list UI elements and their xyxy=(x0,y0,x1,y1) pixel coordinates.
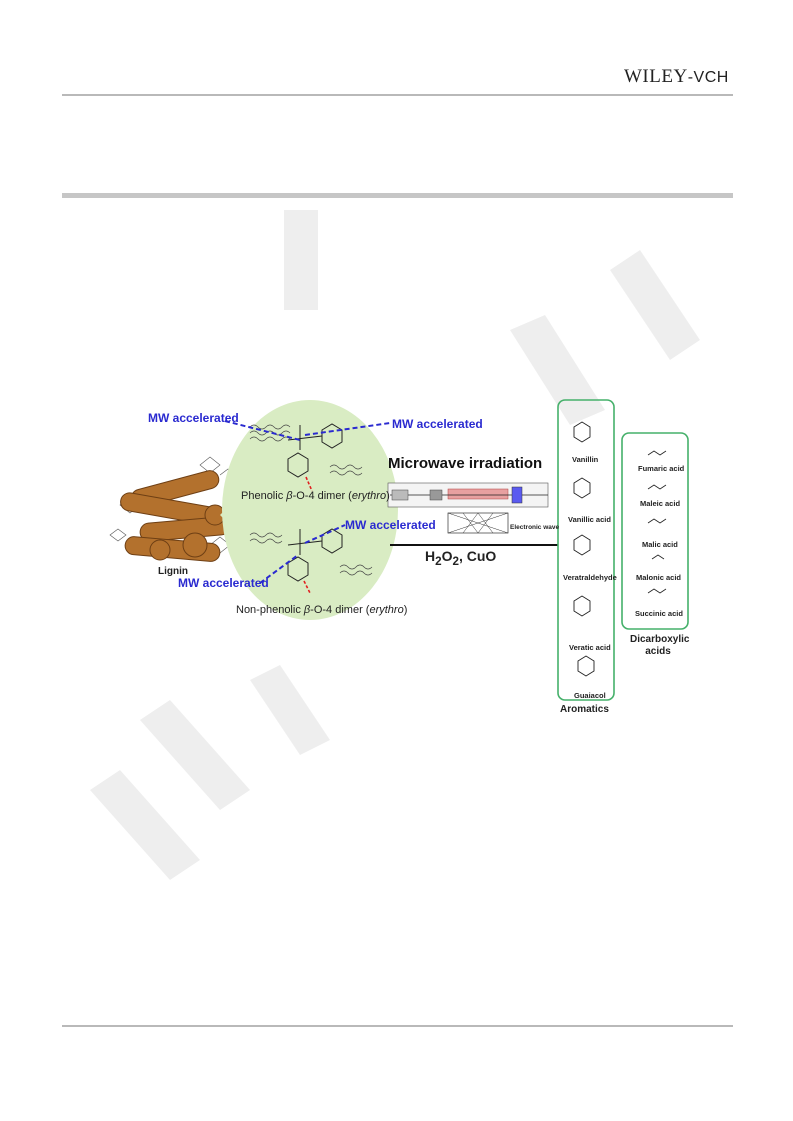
aromatic-veratraldehyde: Veratraldehyde xyxy=(563,573,617,582)
phenolic-dimer-structure xyxy=(287,423,343,478)
bubble-pointer xyxy=(220,495,240,535)
acid-structures xyxy=(647,450,667,594)
header-rule xyxy=(62,94,733,96)
nonphenolic-dimer-label: Non-phenolic β-O-4 dimer (erythro) xyxy=(236,604,407,616)
lignin-wood-illustration xyxy=(109,456,237,562)
acid-malonic: Malonic acid xyxy=(636,573,682,582)
nonphenolic-prefix: Non-phenolic xyxy=(236,604,304,616)
nonphenolic-beta: β xyxy=(303,604,311,616)
dimer-bubble xyxy=(222,400,398,620)
publisher-main: WILEY xyxy=(624,66,688,87)
footer-rule xyxy=(62,1025,733,1027)
mw-accelerated-lines xyxy=(224,420,391,584)
cond-h: H xyxy=(425,548,436,564)
nonphenolic-close: ) xyxy=(403,604,408,616)
mw-label-mid-right: MW accelerated xyxy=(345,518,436,532)
aromatic-guaiacol: Guaiacol xyxy=(574,691,606,700)
dicarboxylic-label-line1: Dicarboxylic xyxy=(630,634,690,645)
phenolic-close: ) xyxy=(386,490,390,502)
dicarboxylic-box xyxy=(621,432,689,630)
mw-label-top-right: MW accelerated xyxy=(392,417,483,431)
nonphenolic-suffix: -O-4 dimer ( xyxy=(310,604,370,616)
phenolic-suffix: -O-4 dimer ( xyxy=(292,490,352,502)
mw-label-top-left: MW accelerated xyxy=(148,411,239,425)
reaction-conditions: H2O2, CuO xyxy=(425,548,496,568)
dicarboxylic-label-line2: acids xyxy=(645,646,671,657)
cond-o: O xyxy=(441,548,453,564)
graphical-abstract-figure xyxy=(109,399,689,701)
cond-suffix: , CuO xyxy=(458,548,497,564)
aromatic-structures xyxy=(573,421,595,677)
cleavage-marks xyxy=(303,476,313,594)
aromatic-veratic-acid: Veratic acid xyxy=(569,643,611,652)
publisher-logo: WILEY-VCH xyxy=(624,66,729,88)
cond-sub1: 2 xyxy=(435,554,442,568)
aromatic-vanillic-acid: Vanillic acid xyxy=(568,515,611,524)
phenolic-beta: β xyxy=(286,490,293,502)
section-rule xyxy=(62,193,733,198)
aromatic-vanillin: Vanillin xyxy=(572,455,599,464)
aromatics-box xyxy=(557,399,615,701)
acid-succinic: Succinic acid xyxy=(635,609,683,618)
electronic-wave-label: Electronic wave xyxy=(510,524,560,531)
publisher-suffix: -VCH xyxy=(687,69,729,86)
lignin-label: Lignin xyxy=(158,566,188,577)
microwave-waves xyxy=(249,424,373,576)
microwave-reactor-diagram xyxy=(387,482,549,534)
mw-label-bottom-left: MW accelerated xyxy=(178,576,269,590)
acid-malic: Malic acid xyxy=(642,540,678,549)
microwave-title: Microwave irradiation xyxy=(388,455,543,472)
acid-fumaric: Fumaric acid xyxy=(638,464,685,473)
phenolic-erythro: erythro xyxy=(351,490,387,502)
aromatics-label: Aromatics xyxy=(560,704,609,715)
nonphenolic-erythro: erythro xyxy=(369,604,404,616)
phenolic-prefix: Phenolic xyxy=(241,490,287,502)
acid-maleic: Maleic acid xyxy=(640,499,681,508)
phenolic-dimer-label: Phenolic β-O-4 dimer (erythro) xyxy=(241,490,390,502)
cond-sub2: 2 xyxy=(452,554,459,568)
